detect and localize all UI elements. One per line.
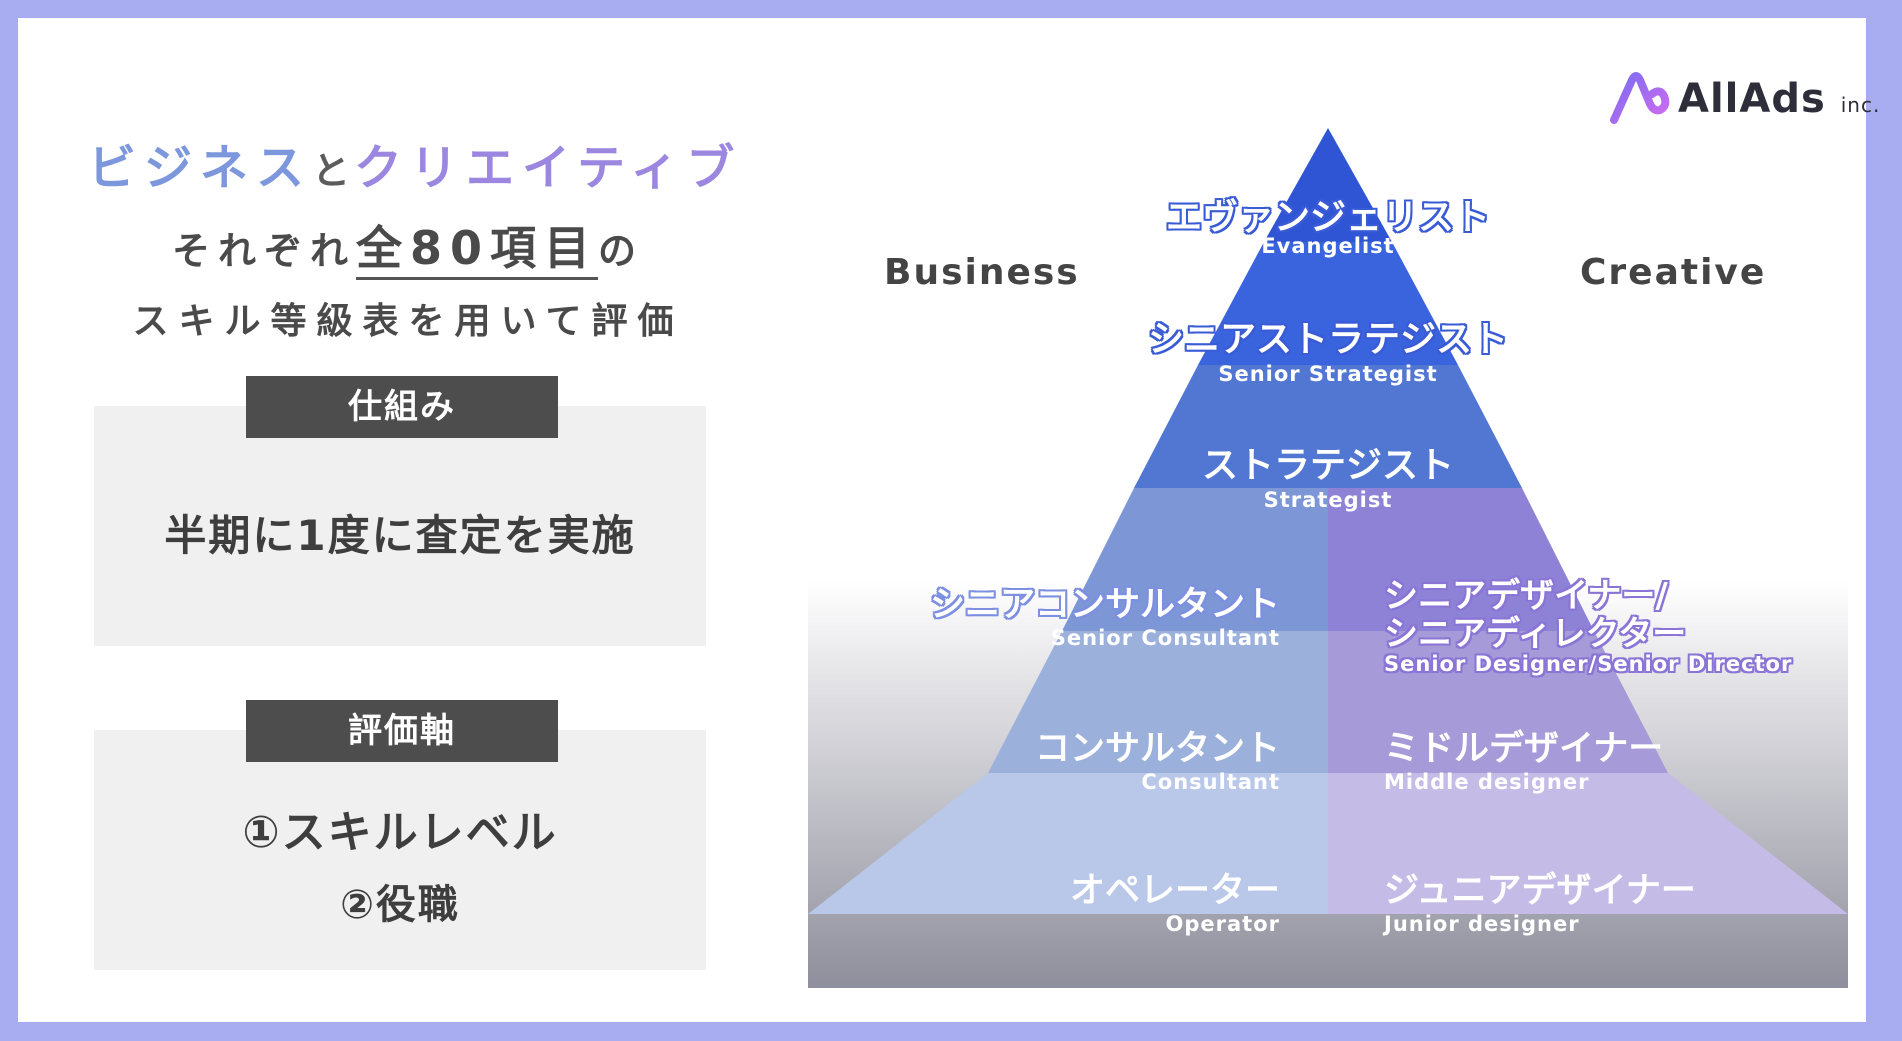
tier-strategist-en: Strategist	[1263, 488, 1393, 512]
headline-line2-post: の	[598, 229, 645, 273]
tier-middle-designer-en: Middle designer	[1384, 770, 1590, 794]
logo-suffix: inc.	[1840, 93, 1881, 117]
headline-line-3: スキル等級表を用いて評価	[132, 301, 684, 342]
logo-text: AllAds inc.	[1678, 76, 1880, 122]
tier-evangelist-shape	[1264, 128, 1392, 242]
logo-mark-icon	[1610, 72, 1670, 124]
slide-card: AllAds inc. ビジネスとクリエイティブ それぞれ全80項目の スキル等…	[18, 18, 1879, 1022]
tier-operator-en: Operator	[1165, 912, 1280, 936]
tier-consultant-en: Consultant	[1141, 770, 1280, 794]
tier-strategist-ja: ストラテジスト	[1201, 445, 1455, 486]
headline-creative: クリエイティブ	[354, 140, 743, 196]
tier-consultant-shape	[988, 631, 1328, 773]
tier-middle-designer-ja: ミドルデザイナー	[1384, 729, 1664, 769]
headline-to: と	[312, 149, 355, 193]
tier-consultant-ja: コンサルタント	[1034, 729, 1280, 769]
tier-senior-strategist-en: Senior Strategist	[1218, 362, 1438, 386]
pyramid-diagram: Business Creative エヴァンジェリスト Evangelist シ…	[808, 128, 1848, 988]
tier-senior-designer-ja-line1: シニアデザイナー/	[1384, 576, 1668, 616]
tier-senior-consultant-ja: シニアコンサルタント	[929, 585, 1280, 625]
axes-label: 評価軸	[246, 700, 558, 762]
tier-senior-designer-shape	[1328, 488, 1594, 631]
headline-line-2: それぞれ全80項目の	[88, 212, 728, 280]
tier-junior-designer-shape	[1328, 773, 1848, 914]
business-column-label: Business	[884, 252, 1080, 293]
headline-business: ビジネス	[88, 140, 313, 196]
tier-senior-designer-en: Senior Designer/Senior Director	[1384, 652, 1793, 676]
tier-junior-designer-en: Junior designer	[1384, 912, 1580, 936]
creative-column-label: Creative	[1580, 252, 1767, 293]
headline-emphasis: 全80項目	[355, 221, 598, 280]
tier-senior-strategist-shape	[1198, 242, 1458, 365]
tier-junior-designer-ja: ジュニアデザイナー	[1384, 871, 1696, 911]
axes-box: ①スキルレベル ②役職	[94, 730, 706, 970]
tier-evangelist-en: Evangelist	[1261, 234, 1395, 258]
tier-evangelist-ja: エヴァンジェリスト	[1165, 197, 1491, 238]
headline: ビジネスとクリエイティブ それぞれ全80項目の スキル等級表を用いて評価	[88, 128, 734, 344]
mechanism-label: 仕組み	[246, 376, 558, 438]
company-logo: AllAds inc.	[1608, 70, 1879, 130]
tier-senior-consultant-en: Senior Consultant	[1050, 626, 1280, 650]
mechanism-box: 半期に1度に査定を実施	[94, 406, 706, 646]
tier-senior-strategist-ja: シニアストラテジスト	[1147, 319, 1509, 360]
headline-line-1: ビジネスとクリエイティブ	[88, 128, 734, 198]
tier-operator-ja: オペレーター	[1069, 871, 1280, 911]
mechanism-text: 半期に1度に査定を実施	[164, 511, 636, 560]
tier-operator-shape	[808, 773, 1328, 914]
axes-item-1: ①スキルレベル	[242, 807, 558, 858]
headline-line2-pre: それぞれ	[171, 229, 356, 273]
tier-strategist-shape	[1134, 365, 1522, 488]
logo-name: AllAds	[1678, 76, 1826, 122]
pyramid-shape	[808, 128, 1848, 988]
tier-senior-designer-ja-line2: シニアディレクター	[1384, 614, 1687, 654]
tier-senior-consultant-shape	[1062, 488, 1328, 631]
tier-middle-designer-shape	[1328, 631, 1668, 773]
axes-item-2: ②役職	[340, 882, 460, 928]
